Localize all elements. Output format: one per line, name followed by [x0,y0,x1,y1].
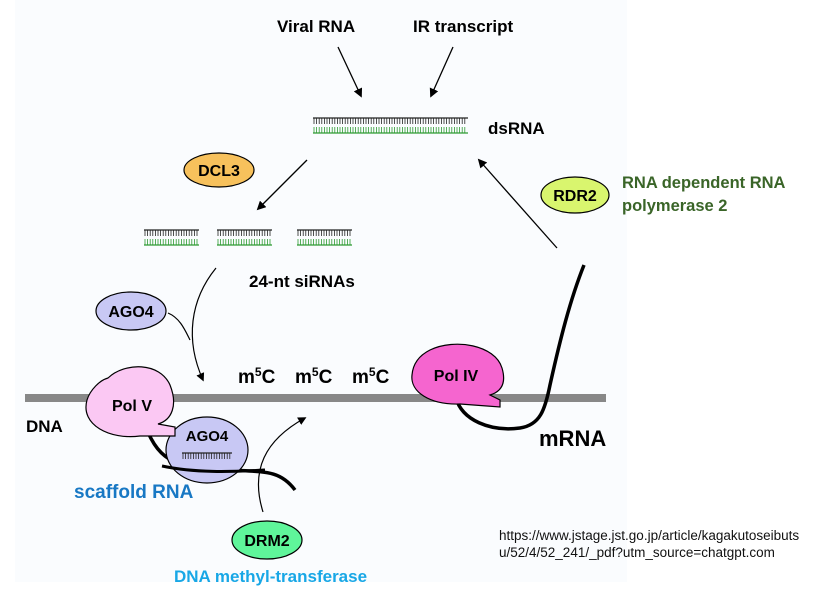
scaffold-rna-overlay [161,464,266,473]
ago4-protein [95,291,167,331]
dsrna-duplex [313,117,468,134]
viral-rna-arrow [337,46,363,98]
pol-v-protein [85,366,176,438]
rdr2-protein [540,176,610,214]
drm2-label: DRM2 [244,533,289,550]
ago4-bound-label: AGO4 [186,428,229,445]
rdr2-description-line-1: RNA dependent RNA [622,174,786,192]
viral-rna-label: Viral RNA [277,17,355,36]
ir-transcript-label: IR transcript [413,17,513,36]
dsrna-label: dsRNA [488,119,545,138]
ago4-label: AGO4 [108,304,153,321]
drm2-protein [231,520,303,560]
pol-iv-label: Pol IV [434,368,479,385]
methylation-arrow [257,417,307,513]
pol-iv-protein [411,343,505,408]
mrna-label: mRNA [539,426,606,451]
dcl3-label: DCL3 [198,163,240,180]
sirna-label: 24-nt siRNAs [249,272,355,291]
ago4-bound-protein [165,416,249,484]
rdr2-label: RDR2 [553,188,597,205]
sirna-duplex [144,229,199,246]
m5c-mark: m5C [295,365,333,388]
ago4-joining-arrow [167,312,191,341]
sirna-duplex [297,229,352,246]
rdr2-description-line-2: polymerase 2 [622,197,727,215]
dcl3-protein [183,152,255,188]
ir-transcript-arrow [429,46,454,98]
scaffold-rna-label: scaffold RNA [74,482,194,503]
bound-sirna-strand [182,452,232,459]
m5c-mark: m5C [352,365,390,388]
diagram-background [15,0,627,582]
sirna-loading-arrow [191,267,217,382]
source-url-line: https://www.jstage.jst.go.jp/article/kag… [499,528,800,543]
sirna-duplex [217,229,272,246]
pol-v-label: Pol V [112,398,152,415]
m5c-mark: m5C [238,365,276,388]
dna-label: DNA [26,417,63,436]
mrna-strand [454,264,586,431]
dicing-arrow [256,159,308,211]
rdr2-synthesis-arrow [477,158,558,249]
drm2-description: DNA methyl-transferase [174,567,367,586]
methylation-marks: m5C m5C m5C [238,365,390,388]
source-url-line: u/52/4/52_241/_pdf?utm_source=chatgpt.co… [499,545,775,560]
source-url: https://www.jstage.jst.go.jp/article/kag… [499,527,799,561]
